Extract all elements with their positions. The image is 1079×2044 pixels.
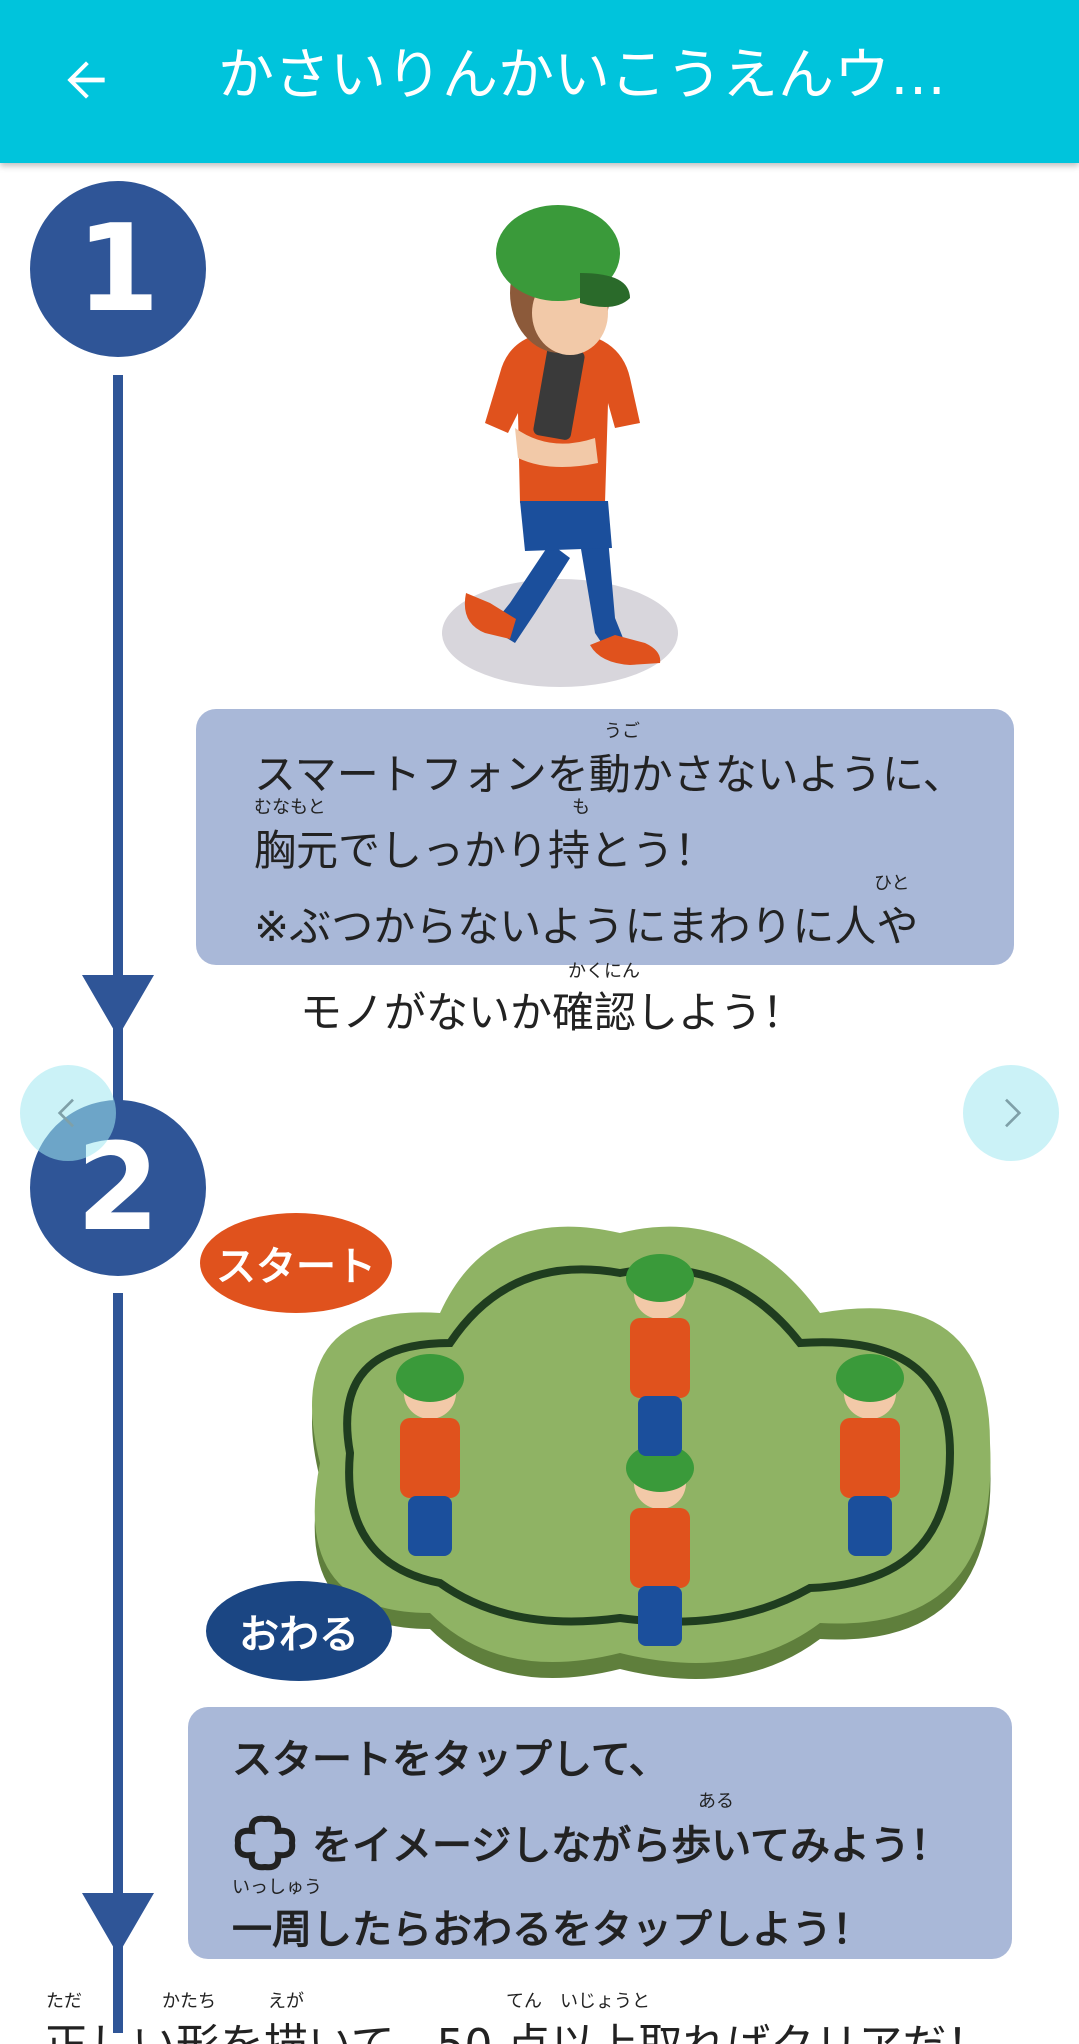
tutorial-content: 1 うご スマートフォンを動かさないように、 むなもと も 胸元でしっかり持とう…: [0, 163, 1079, 2044]
next-button[interactable]: [963, 1065, 1059, 1161]
step1-instruction-box: うご スマートフォンを動かさないように、 むなもと も 胸元でしっかり持とう！ …: [196, 709, 1014, 965]
step1-line-4: モノがないか確認しよう！: [300, 988, 805, 1037]
clover-course-illustration: [312, 1226, 991, 1679]
step1-arrow-head: [82, 975, 154, 1037]
step2-arrow-line: [113, 1293, 123, 2033]
chevron-right-icon: [1005, 1098, 1022, 1128]
clover-shape-icon: [234, 1815, 296, 1871]
ruby-aru: ある: [698, 1791, 734, 1812]
ruby-katachi: かたち: [162, 1991, 216, 2012]
step2-line-3: 一周したらおわるをタップしよう！: [232, 1907, 872, 1953]
step2-line-1: スタートをタップして、: [232, 1737, 669, 1783]
ruby-ten: てん: [506, 1991, 542, 2012]
ruby-ijoto: いじょうと: [560, 1991, 650, 2012]
page-title: かさいりんかいこうえんウ…: [218, 43, 946, 108]
step-number-1: 1: [30, 181, 206, 357]
ruby-kakunin-visible: かくにん: [568, 961, 640, 982]
bottom-instruction: 正しい形を描いて、50 点以上取ればクリアだ！: [44, 2009, 990, 2044]
prev-button[interactable]: [20, 1065, 116, 1161]
ruby-ega: えが: [268, 1991, 304, 2012]
ruby-tada: ただ: [46, 1991, 82, 2012]
chevron-left-icon: [57, 1098, 74, 1128]
end-label-text: おわる: [239, 1612, 359, 1658]
arrow-left-icon: [67, 61, 105, 99]
start-label: スタート: [200, 1213, 392, 1313]
ruby-mo: も: [572, 797, 590, 818]
start-label-text: スタート: [216, 1244, 376, 1290]
end-label: おわる: [206, 1581, 392, 1681]
ruby-ugo: うご: [604, 721, 640, 742]
step1-arrow-line: [113, 375, 123, 1145]
walking-person-illustration: [442, 205, 678, 687]
ruby-isshuu: いっしゅう: [232, 1877, 322, 1898]
ruby-munamoto: むなもと: [254, 797, 326, 818]
step2-arrow-head: [82, 1893, 154, 1955]
step2-line-2: をイメージしながら歩いてみよう！: [312, 1823, 950, 1869]
step1-line-3: ※ぶつからないようにまわりに人や: [254, 902, 919, 951]
step1-line-1: スマートフォンを動かさないように、: [254, 750, 965, 799]
app-bar: かさいりんかいこうえんウ…: [0, 0, 1079, 163]
ruby-hito: ひと: [874, 873, 910, 894]
step1-line-2: 胸元でしっかり持とう！: [254, 826, 717, 875]
back-button[interactable]: [44, 38, 128, 122]
step2-instruction-box: スタートをタップして、 ある をイメージしながら歩いてみよう！ いっしゅう 一周…: [188, 1707, 1012, 1959]
